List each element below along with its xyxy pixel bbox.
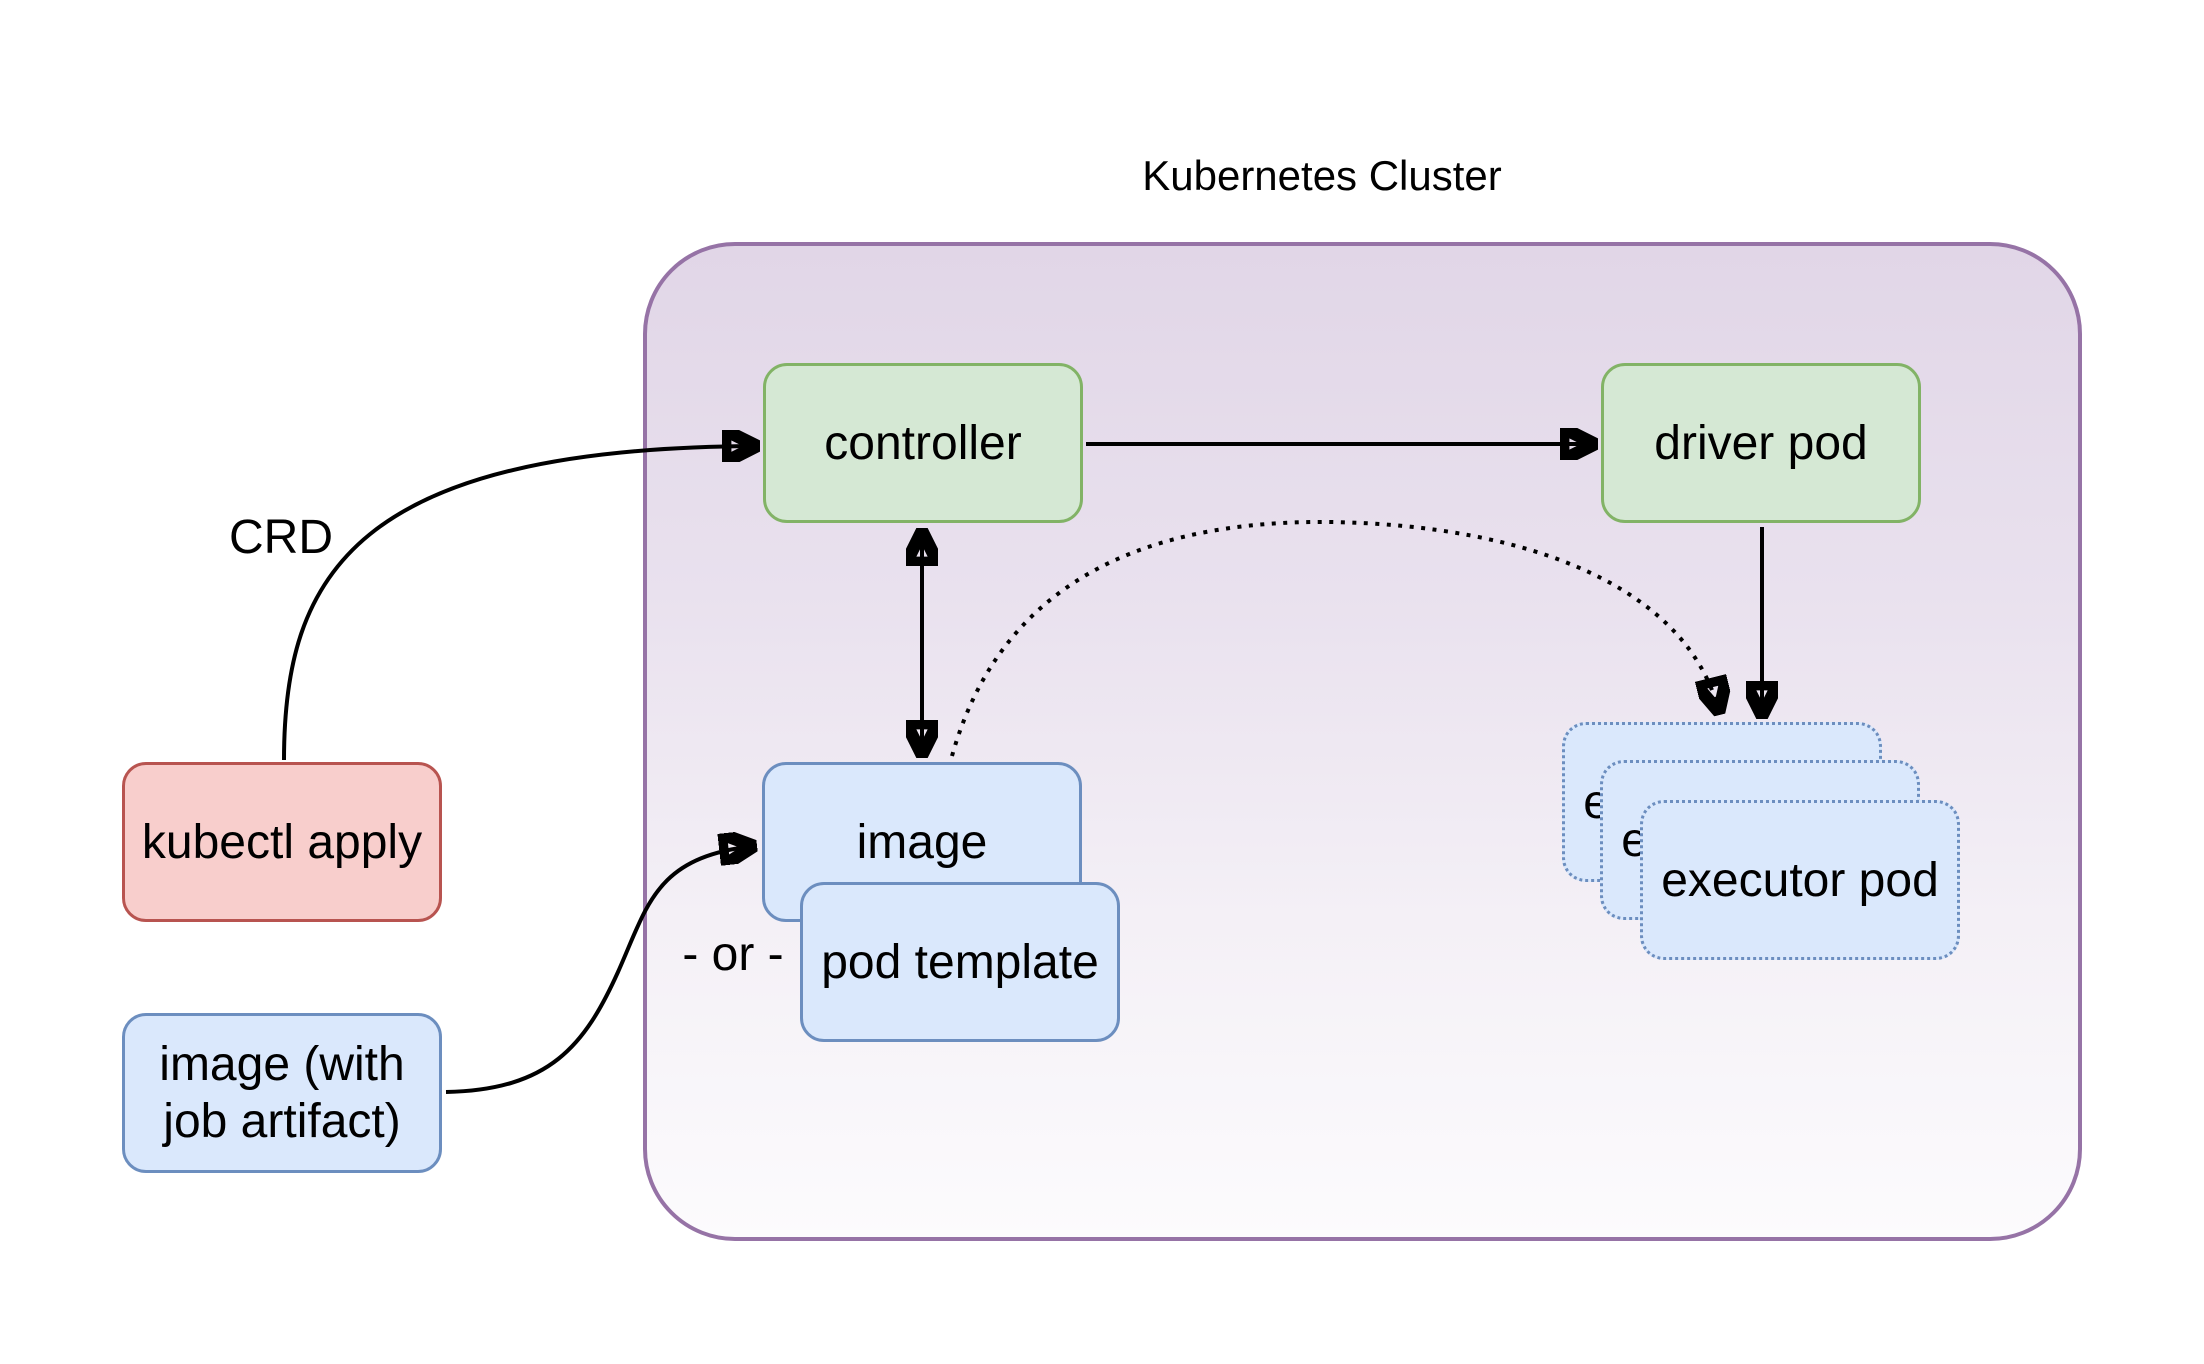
node-controller: controller: [763, 363, 1083, 523]
edge-label-or: - or -: [682, 928, 784, 981]
node-pod-template: pod template: [800, 882, 1120, 1042]
edge-job-artifact-to-image: [445, 846, 754, 1094]
node-image-with-job-artifact-line2: job artifact): [163, 1095, 401, 1148]
node-driver-pod: driver pod: [1601, 363, 1921, 523]
node-kubectl-apply-label: kubectl apply: [141, 815, 423, 869]
node-image-with-job-artifact-line1: image (with: [159, 1038, 405, 1091]
node-image-label: image: [856, 815, 988, 869]
edge-label-crd: CRD: [229, 511, 333, 564]
node-controller-label: controller: [824, 416, 1022, 470]
node-image-with-job-artifact: image (with job artifact): [122, 1013, 442, 1173]
node-kubectl-apply: kubectl apply: [122, 762, 442, 922]
diagram-title: Kubernetes Cluster: [1142, 152, 1502, 199]
node-executor-pod-front: executor pod: [1640, 800, 1960, 960]
node-driver-pod-label: driver pod: [1654, 416, 1868, 470]
node-executor-pod-front-label: executor pod: [1661, 853, 1939, 907]
node-pod-template-label: pod template: [821, 935, 1099, 989]
edge-image-to-executor-pods-dotted: [950, 519, 1719, 757]
edge-crd-kubectl-to-controller: [282, 446, 757, 761]
